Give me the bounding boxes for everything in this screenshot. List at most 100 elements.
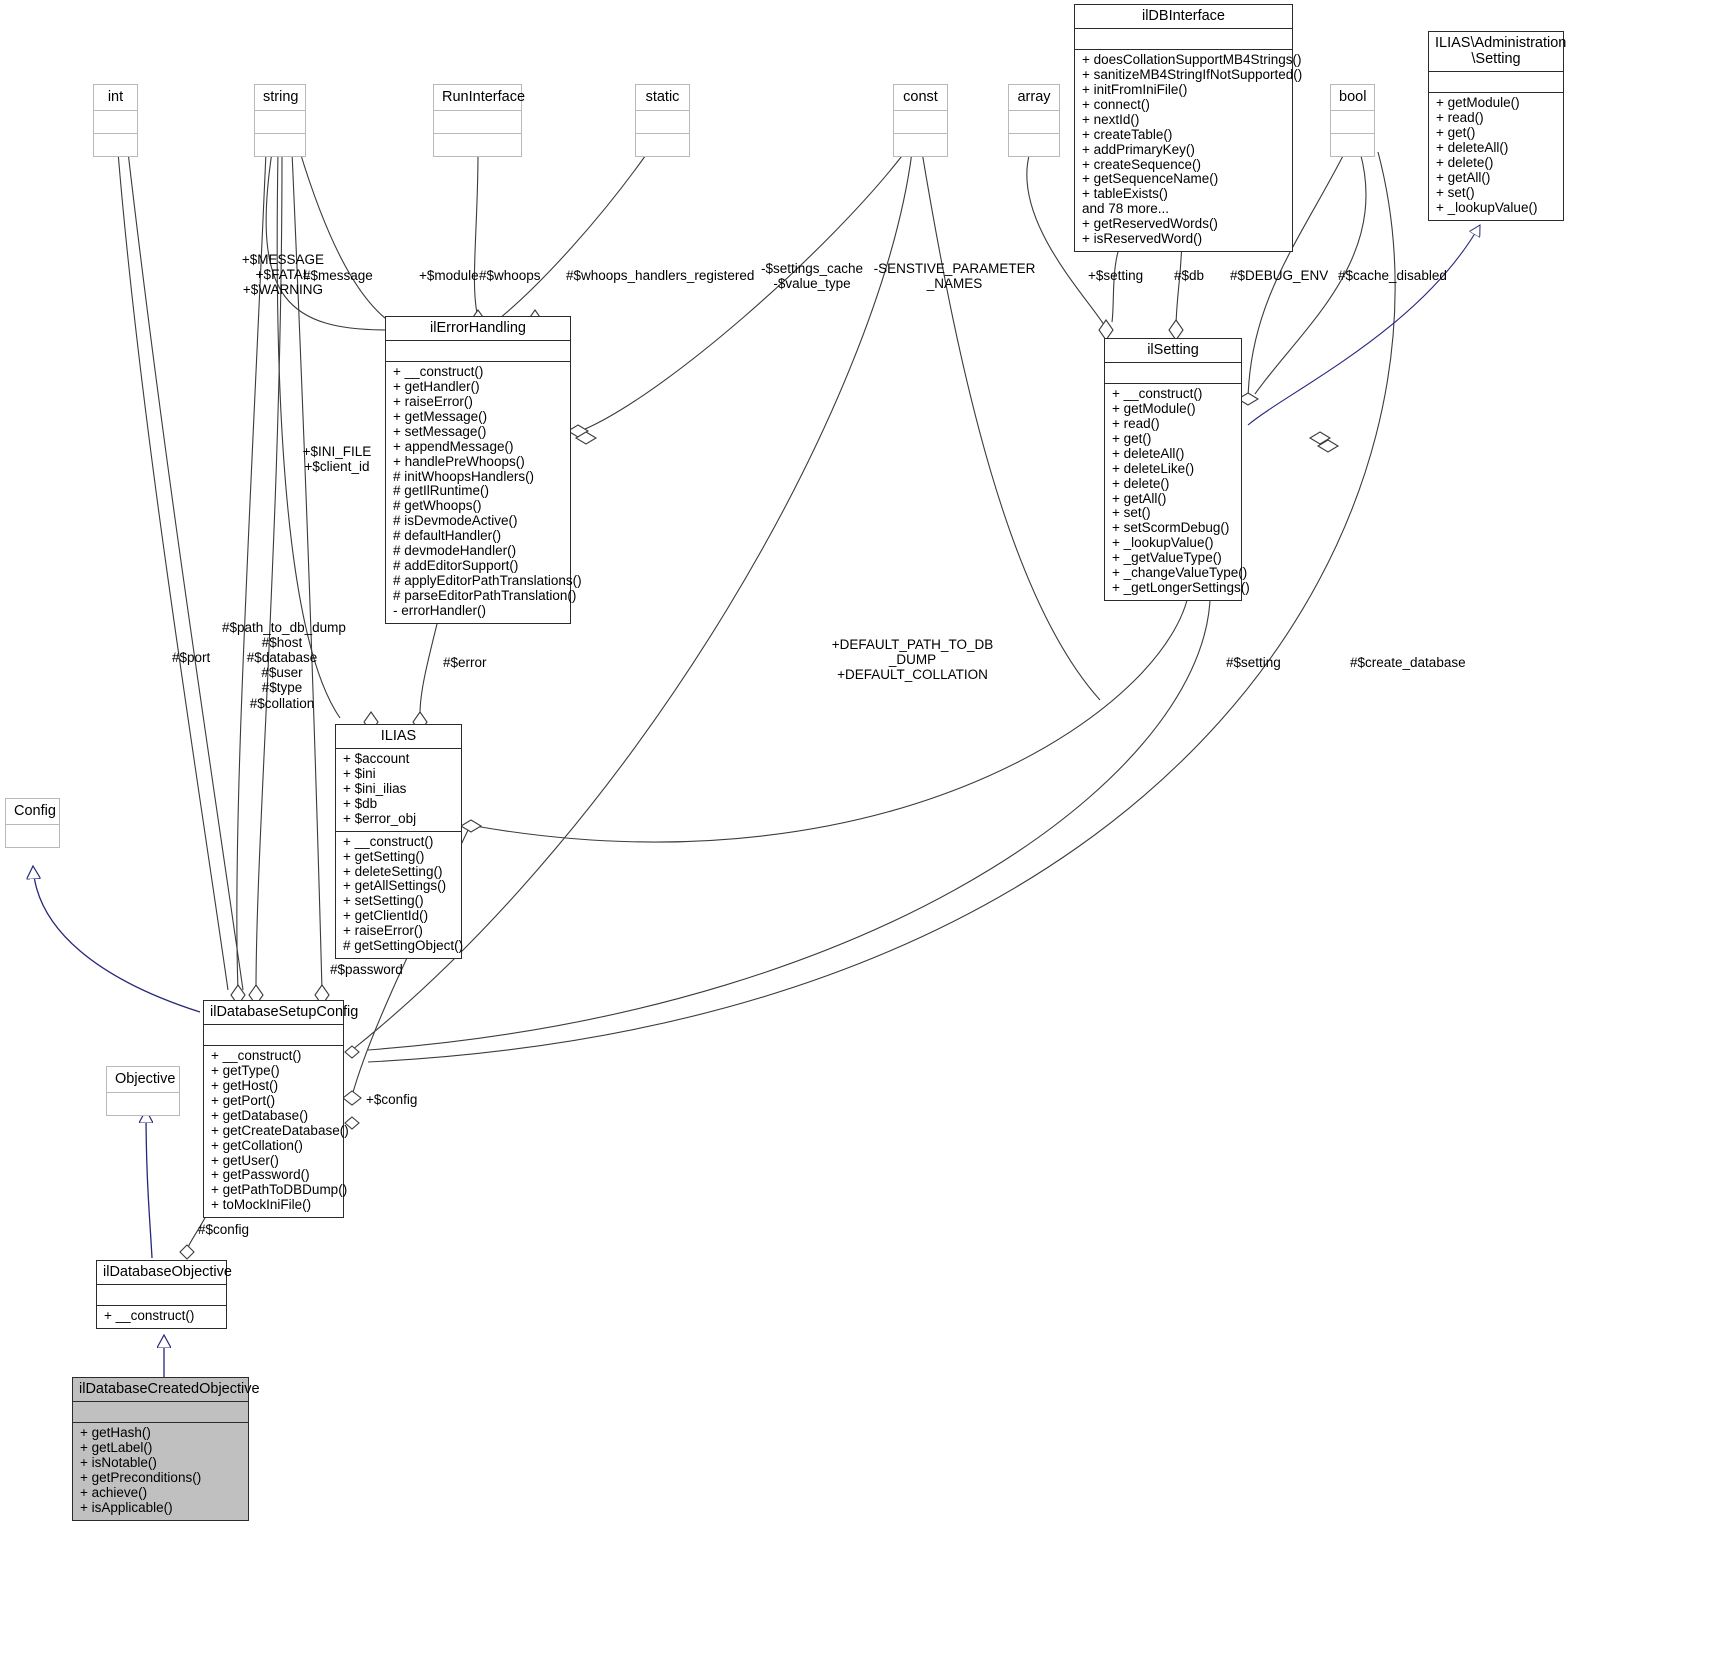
type-node-int[interactable]: int [93,84,138,158]
operation: + getReservedWords() [1082,216,1218,232]
class-node-ildatabasesetupconfig[interactable]: ilDatabaseSetupConfig + __construct() + … [203,1000,358,1219]
node-compartment [636,111,689,135]
edge-label-whoops: #$whoops [479,268,541,283]
operation: # addEditorSupport() [393,558,519,574]
attribute: + $db [343,795,378,811]
operation: + getHandler() [393,379,480,395]
node-title: bool [1331,85,1374,112]
operation: + getAll() [1436,170,1491,185]
operation: + getCollation() [211,1137,303,1153]
node-operations: + doesCollationSupportMB4Strings() + san… [1075,50,1303,251]
operation: + handlePreWhoops() [393,453,525,469]
operation: + setSetting() [343,893,424,909]
node-title: ilDatabaseCreatedObjective [73,1378,260,1403]
node-compartment [1009,134,1059,156]
operation: + set() [1436,184,1475,200]
operation: + getHost() [211,1078,279,1094]
node-title: ilErrorHandling [386,317,570,342]
operation: # getWhoops() [393,498,482,514]
edge-label-path-to-db-dump-block: #$path_to_db_dump #$host #$database #$us… [222,620,346,711]
edge-label-password: #$password [330,962,403,977]
attribute: + $account [343,751,410,767]
operation-more: and 78 more... [1082,201,1170,217]
operation: + __construct() [104,1308,195,1324]
node-operations: + __construct() + getType() + getHost() … [204,1046,349,1217]
operation: + connect() [1082,96,1150,112]
operation: + setScormDebug() [1112,520,1230,536]
operation: + read() [1436,110,1484,126]
edge-label-module: +$module [419,268,479,283]
operation: + getPathToDBDump() [211,1182,348,1198]
node-compartment [434,134,521,156]
type-node-array[interactable]: array [1008,84,1060,158]
edge-label-ini-file-client-id: +$INI_FILE +$client_id [302,444,372,475]
type-node-objective[interactable]: Objective [106,1066,180,1117]
operation: + setMessage() [393,423,487,439]
node-compartment [255,134,305,156]
type-node-string[interactable]: string [254,84,306,158]
class-node-ilsetting[interactable]: ilSetting + __construct() + getModule() … [1104,338,1250,601]
node-compartment [434,111,521,135]
operation: + addPrimaryKey() [1082,141,1195,157]
class-node-ilias[interactable]: ILIAS + $account + $ini + $ini_ilias + $… [335,724,463,960]
operation: + get() [1436,125,1476,141]
edge-label-message: #$message [303,268,373,283]
attribute: + $error_obj [343,810,417,826]
operation: # applyEditorPathTranslations() [393,572,582,588]
operation: + getUser() [211,1152,279,1168]
class-node-ilias-administration-setting[interactable]: ILIAS\Administration \Setting + getModul… [1428,31,1566,221]
operation: + isReservedWord() [1082,231,1203,247]
node-compartment [94,134,137,156]
node-attributes [386,341,570,363]
type-node-bool[interactable]: bool [1330,84,1375,158]
edge-label-setting-top: +$setting [1088,268,1144,283]
node-operations: + __construct() + getSetting() + deleteS… [336,832,463,958]
operation: # isDevmodeActive() [393,513,518,529]
node-title: ilDatabaseSetupConfig [204,1001,358,1026]
node-title: array [1009,85,1059,112]
operation: + getType() [211,1063,280,1079]
operation: + _getLongerSettings() [1112,580,1250,596]
node-title: Config [6,799,59,826]
operation: + tableExists() [1082,186,1168,202]
operation: + sanitizeMB4StringIfNotSupported() [1082,67,1303,83]
type-node-const[interactable]: const [893,84,948,158]
edge-label-senstive-parameter-names: -SENSTIVE_PARAMETER _NAMES [873,261,1036,292]
operation: + _changeValueType() [1112,565,1248,581]
class-node-ildatabasecreatedobjective[interactable]: ilDatabaseCreatedObjective + getHash() +… [72,1377,260,1521]
type-node-static[interactable]: static [635,84,690,158]
node-title: ilSetting [1105,339,1241,364]
operation: + getLabel() [80,1440,153,1456]
node-title: ILIAS\Administration \Setting [1429,32,1566,73]
node-title: string [255,85,305,112]
operation: - errorHandler() [393,602,487,618]
edge-label-whoops-handlers-registered: #$whoops_handlers_registered [566,268,755,283]
node-title: const [894,85,947,112]
node-attributes [1105,363,1241,385]
node-attributes [204,1025,343,1047]
attribute: + $ini_ilias [343,781,407,797]
class-node-ilerrorhandling[interactable]: ilErrorHandling + __construct() + getHan… [385,316,582,624]
type-node-config[interactable]: Config [5,798,60,849]
operation: + appendMessage() [393,438,514,454]
operation: + achieve() [80,1484,148,1500]
node-operations: + __construct() + getModule() + read() +… [1105,384,1250,600]
operation: + __construct() [393,364,484,380]
operation: + get() [1112,430,1152,446]
node-compartment [94,111,137,135]
class-node-ildbinterface[interactable]: ilDBInterface + doesCollationSupportMB4S… [1074,4,1303,253]
node-operations: + __construct() + getHandler() + raiseEr… [386,362,582,622]
node-compartment [107,1093,179,1115]
operation: + getSequenceName() [1082,171,1219,187]
operation: + createTable() [1082,126,1173,142]
class-node-ildatabaseobjective[interactable]: ilDatabaseObjective + __construct() [96,1260,232,1330]
edge-label-config-assoc: +$config [366,1092,418,1107]
operation: + raiseError() [393,394,473,410]
type-node-runinterface[interactable]: RunInterface [433,84,525,158]
edge-label-default-path-to-db-dump: +DEFAULT_PATH_TO_DB _DUMP +DEFAULT_COLLA… [831,637,994,683]
operation: + read() [1112,416,1160,432]
operation: + raiseError() [343,923,423,939]
operation: + getAll() [1112,490,1167,506]
